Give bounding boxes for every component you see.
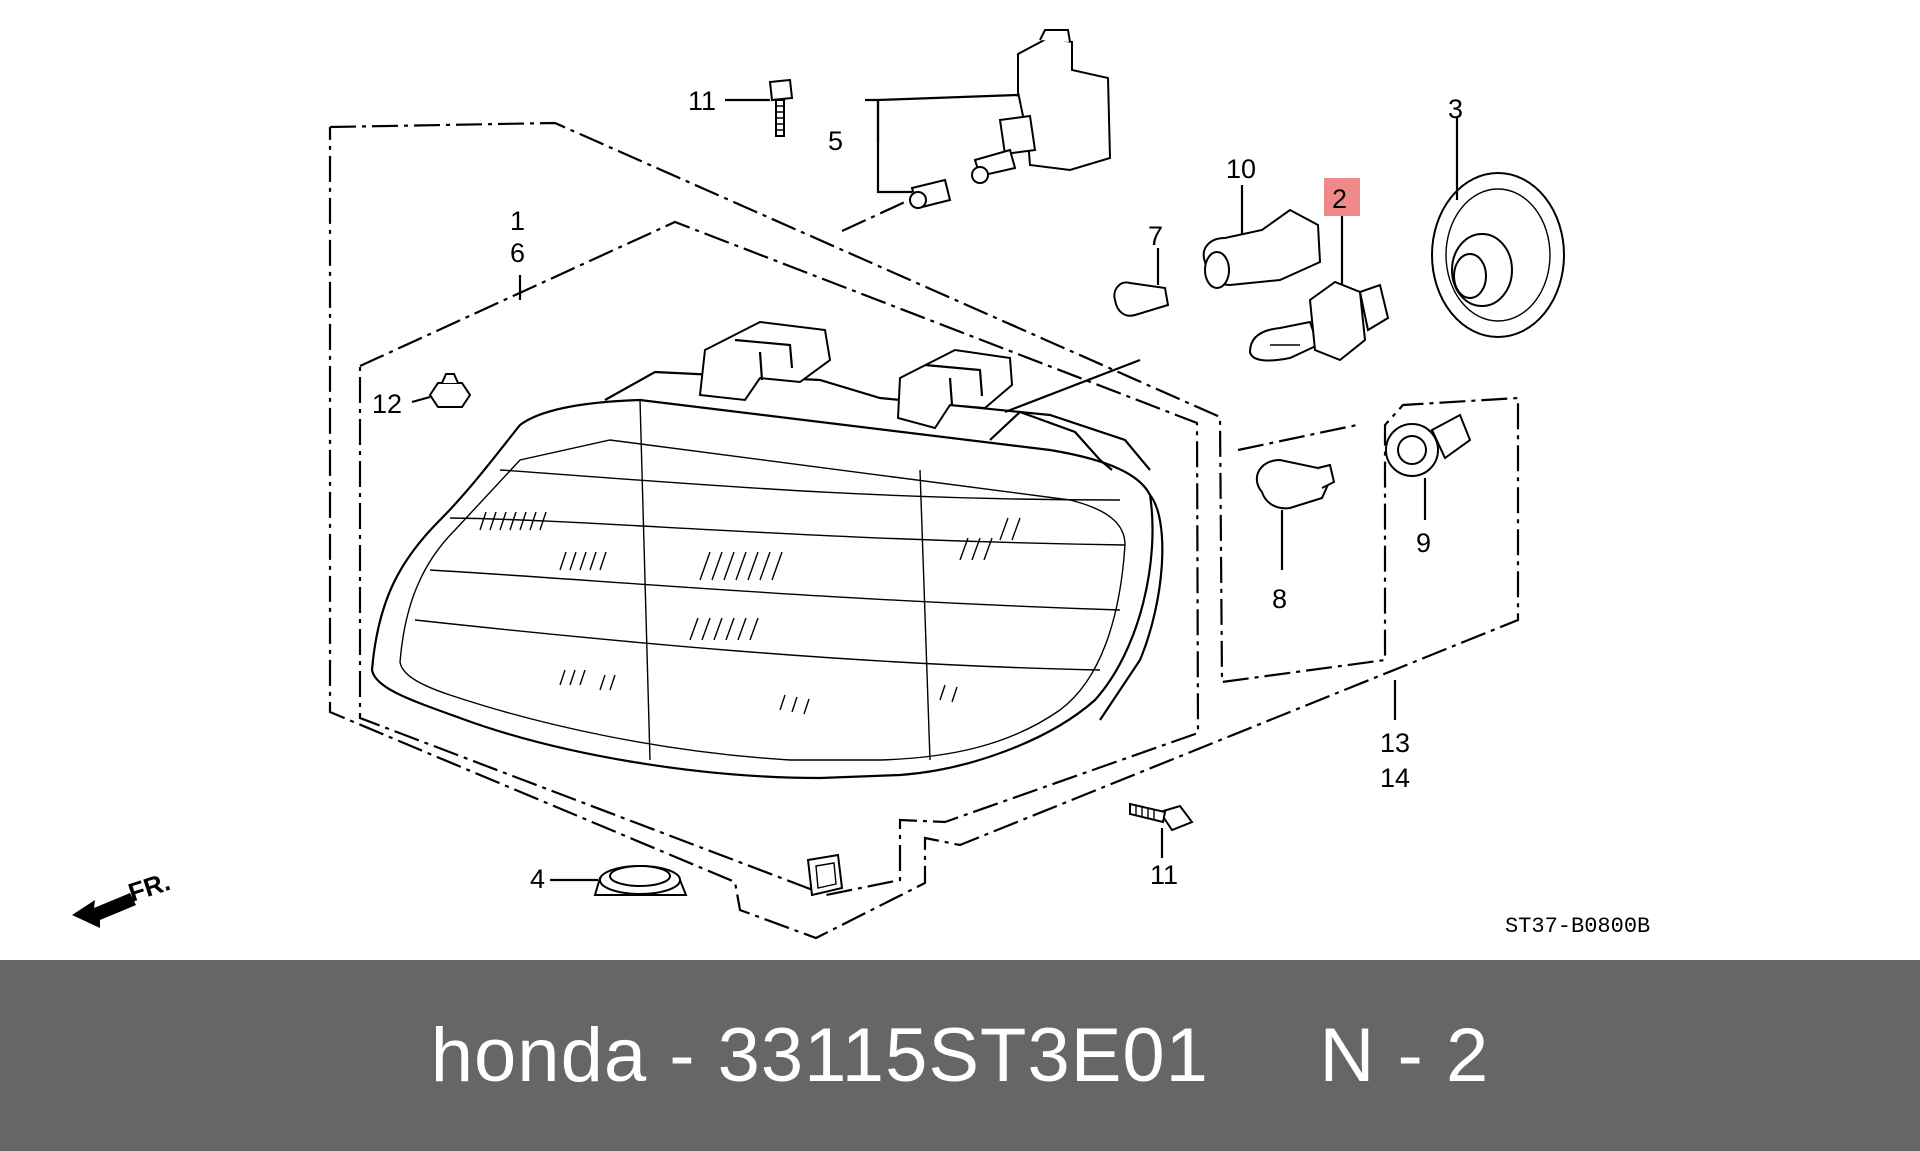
nut-part [428,373,472,408]
callout-11-top: 11 [688,86,716,116]
callout-5: 5 [828,126,843,156]
callout-11-bottom: 11 [1150,860,1178,890]
bolt-part-top [768,78,794,137]
bulb-part-8 [1255,458,1336,510]
callout-8: 8 [1272,584,1287,614]
callout-12: 12 [372,389,402,419]
callout-10: 10 [1226,154,1256,184]
callout-14: 14 [1380,763,1410,793]
callout-1: 1 [510,206,525,236]
callout-3: 3 [1448,94,1463,124]
headlight-assembly [370,320,1164,780]
front-direction-arrow: FR. [72,866,174,928]
assembly-outline [328,121,1520,940]
clip-part [806,853,844,897]
callout-2: 2 [1332,184,1347,214]
bulb-part-2 [1248,280,1390,362]
callout-6: 6 [510,238,525,268]
diagram-code: ST37-B0800B [1505,914,1650,939]
direction-label: FR. [125,866,174,907]
parts-diagram: 1 6 2 3 4 5 7 8 9 10 11 11 12 13 14 FR. … [72,29,1650,940]
bulb-group-line [1237,423,1358,452]
part-info-footer: honda - 33115ST3E01 N - 2 [0,960,1920,1151]
socket-part-10 [1202,208,1322,289]
bolt-part-bottom [1129,802,1194,832]
callout-9: 9 [1416,528,1431,558]
actuator-link-line [841,195,919,232]
cap-part-4 [593,865,688,896]
leader-lines [411,93,1459,882]
bulb-part-7 [1113,281,1170,317]
callout-7: 7 [1148,221,1163,251]
cover-part-3 [1431,172,1565,338]
callout-13: 13 [1380,728,1410,758]
callout-4: 4 [530,864,545,894]
headlight-outline [358,220,1200,897]
callout-2-highlight [1324,178,1360,216]
actuator-part [909,29,1112,210]
socket-part-9 [1385,413,1472,477]
part-number-label: honda - 33115ST3E01 N - 2 [430,1013,1490,1098]
